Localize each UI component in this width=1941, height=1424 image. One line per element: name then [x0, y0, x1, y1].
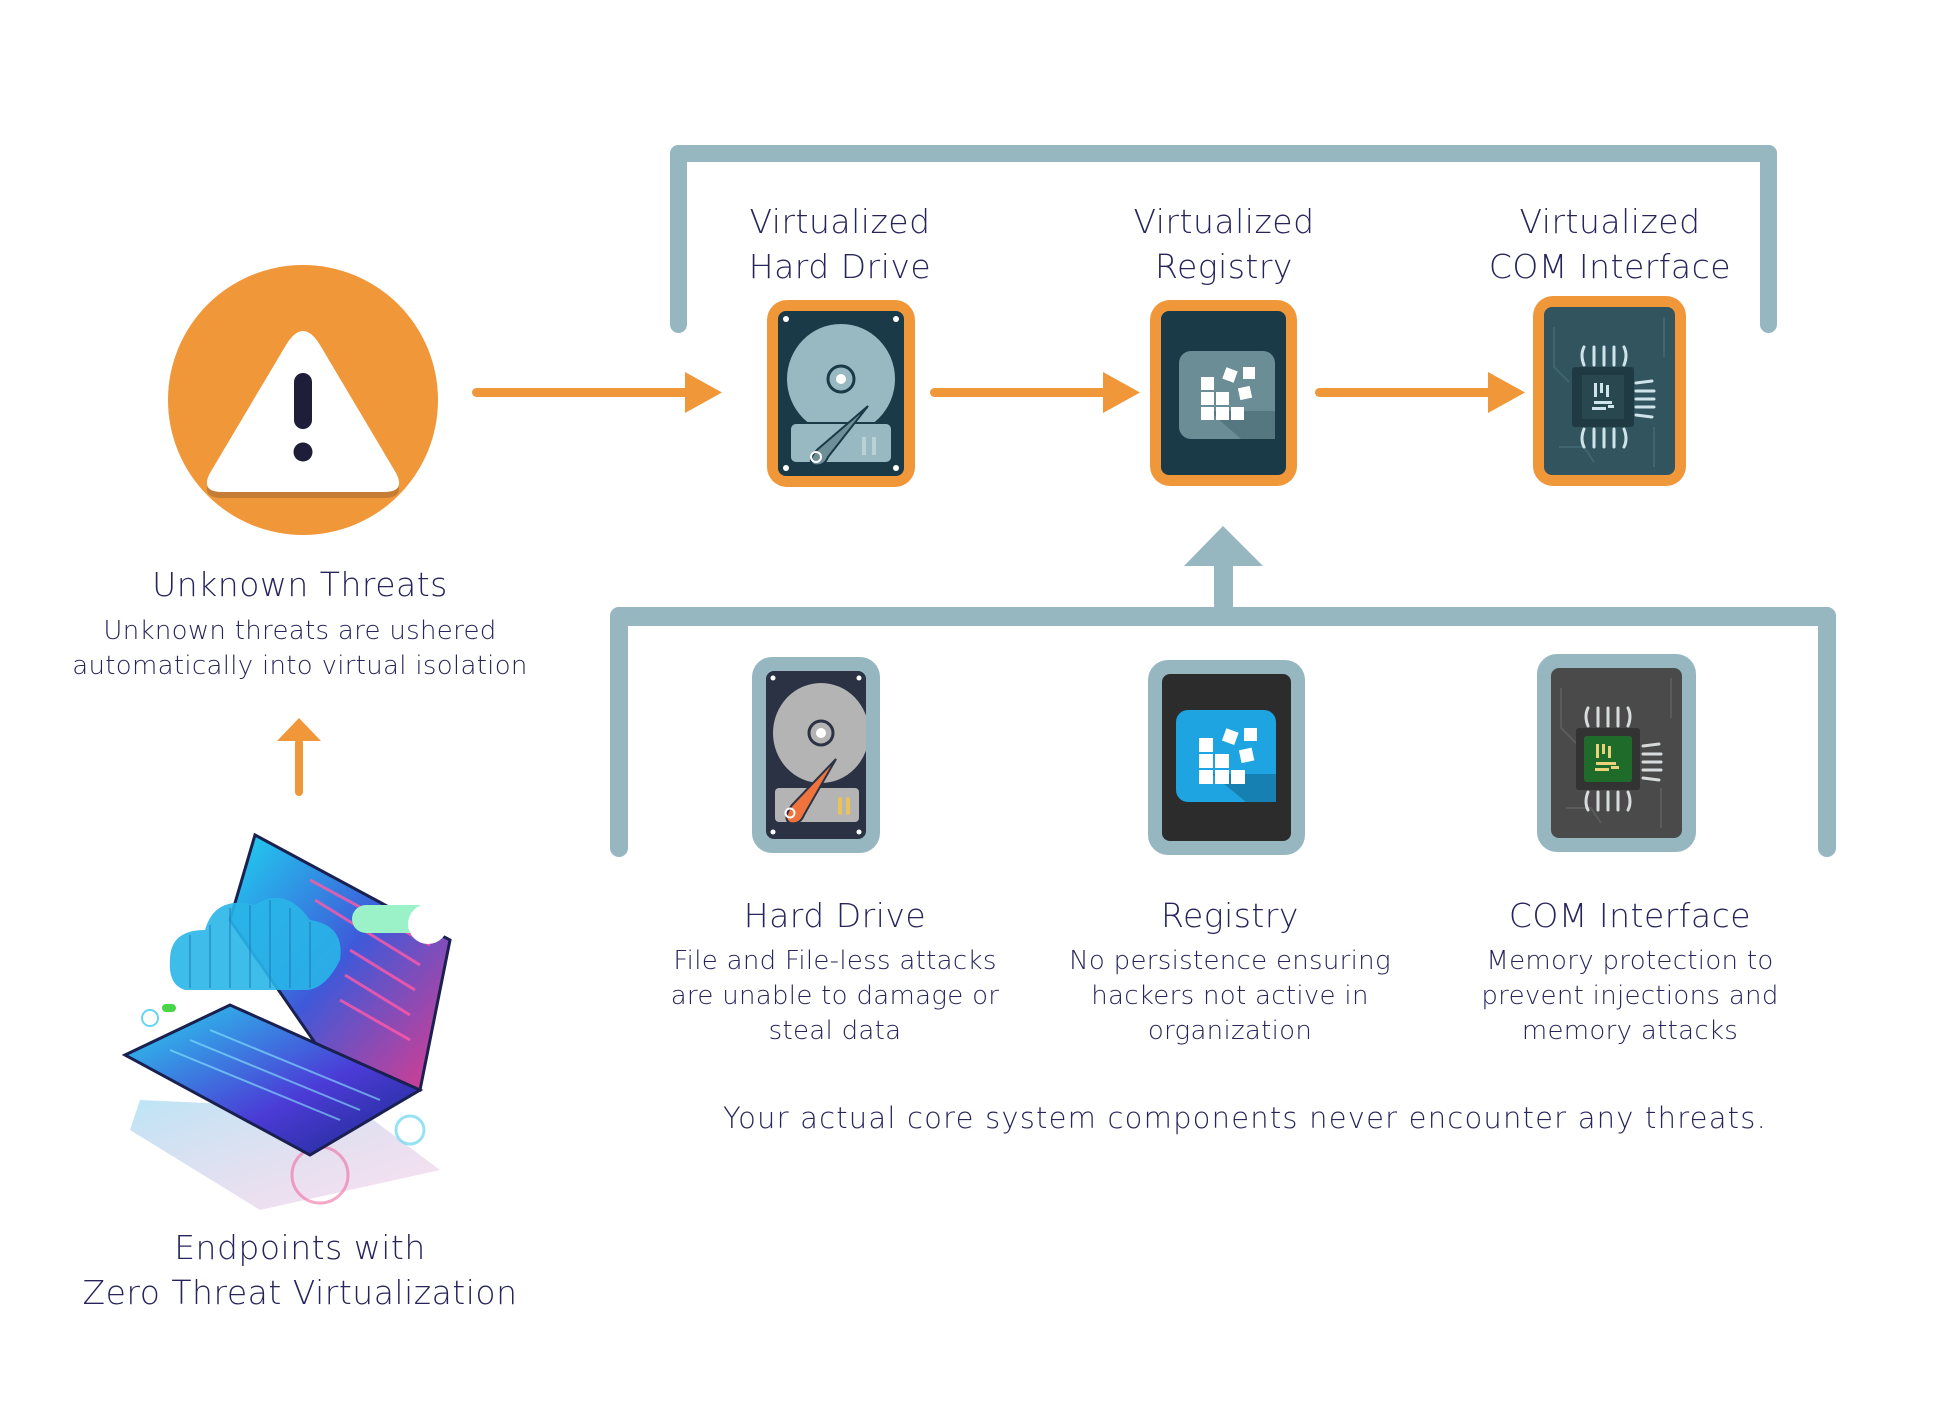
virtual-label-line: Virtualized [1133, 202, 1315, 241]
virtual-bracket-top [670, 145, 1777, 162]
description-line: File and File-less attacks [673, 946, 997, 976]
description-line: Memory protection to [1486, 946, 1774, 976]
registry-title: Registry [1161, 896, 1299, 935]
description-line: memory attacks [1521, 1016, 1739, 1046]
virtual-label-line: COM Interface [1488, 247, 1732, 286]
registry-icon [1176, 710, 1276, 802]
description-line: hackers not active in [1091, 981, 1369, 1011]
virtual-label-line: Hard Drive [748, 247, 932, 286]
com-interface-text: COM Interface Memory protection to preve… [1440, 893, 1820, 1049]
com-interface-title: COM Interface [1508, 896, 1752, 935]
threat-description: Unknown threats are ushered automaticall… [40, 614, 560, 684]
hard-drive-box [752, 657, 880, 853]
virtual-bracket-right [1760, 145, 1777, 333]
registry-description: No persistence ensuring hackers not acti… [1040, 944, 1420, 1049]
hard-drive-icon [770, 675, 866, 835]
endpoint-title: Endpoints with Zero Threat Virtualizatio… [40, 1225, 560, 1315]
real-bracket-top [610, 607, 1836, 626]
hard-drive-description: File and File-less attacks are unable to… [650, 944, 1020, 1049]
endpoint-title-line: Zero Threat Virtualization [82, 1273, 518, 1312]
virtual-registry-box [1150, 300, 1297, 486]
description-line: prevent injections and [1481, 981, 1779, 1011]
virtual-hard-drive-box [767, 300, 915, 487]
arrow-virtual-hdd-to-registry [930, 372, 1140, 413]
virtual-bracket-left [670, 145, 687, 333]
threat-description-line: Unknown threats are ushered [103, 616, 497, 646]
registry-box [1148, 660, 1305, 855]
threat-title: Unknown Threats [152, 565, 448, 604]
virtual-hdd-label: Virtualized Hard Drive [700, 199, 980, 289]
registry-icon [1179, 351, 1275, 439]
virtual-registry-label: Virtualized Registry [1084, 199, 1364, 289]
arrow-threat-to-virtual-hdd [472, 372, 722, 413]
endpoint-title-line: Endpoints with [174, 1228, 426, 1267]
virtual-label-line: Virtualized [749, 202, 931, 241]
description-line: are unable to damage or [670, 981, 1000, 1011]
chip-icon [1553, 317, 1665, 467]
threat-description-line: automatically into virtual isolation [72, 651, 528, 681]
laptop-illustration [110, 800, 510, 1220]
description-line: steal data [768, 1016, 902, 1046]
threat-warning [168, 265, 438, 535]
com-interface-box [1537, 654, 1696, 852]
hard-drive-title: Hard Drive [743, 896, 927, 935]
description-line: organization [1147, 1016, 1313, 1046]
virtual-label-line: Registry [1155, 247, 1293, 286]
warning-triangle-icon [168, 265, 438, 535]
virtual-com-box [1533, 296, 1686, 486]
hard-drive-text: Hard Drive File and File-less attacks ar… [650, 893, 1020, 1049]
arrow-virtual-registry-to-com [1315, 372, 1525, 413]
chip-icon [1560, 678, 1672, 828]
real-bracket-right [1818, 607, 1836, 857]
core-components-statement: Your actual core system components never… [723, 1101, 1767, 1135]
registry-text: Registry No persistence ensuring hackers… [1040, 893, 1420, 1049]
description-line: No persistence ensuring [1069, 946, 1391, 976]
virtual-label-line: Virtualized [1519, 202, 1701, 241]
up-arrow-gray [1184, 526, 1263, 614]
virtual-com-label: Virtualized COM Interface [1450, 199, 1770, 289]
up-arrow-orange [277, 718, 321, 796]
hard-drive-icon [783, 316, 899, 471]
real-bracket-left [610, 607, 628, 857]
com-interface-description: Memory protection to prevent injections … [1440, 944, 1820, 1049]
